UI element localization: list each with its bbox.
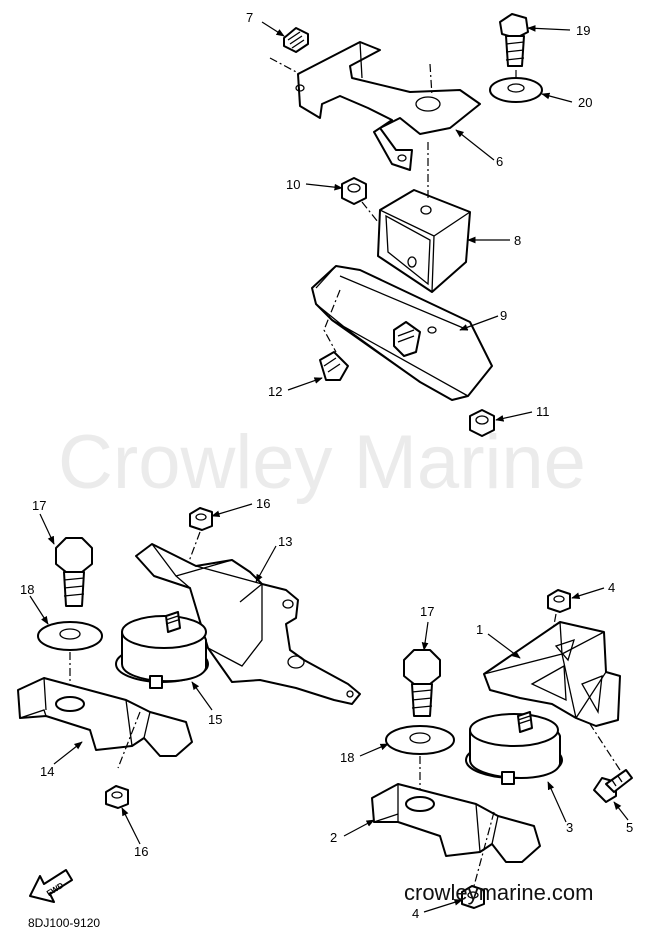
- callout-8: 8: [514, 233, 521, 248]
- callout-14: 14: [40, 764, 54, 779]
- callout-13: 13: [278, 534, 292, 549]
- part-6-bracket: [269, 41, 481, 171]
- part-17-bolt-right: [403, 649, 441, 717]
- callout-15: 15: [208, 712, 222, 727]
- callout-11: 11: [536, 404, 550, 419]
- part-11-nut: [469, 409, 495, 437]
- callout-20: 20: [578, 95, 592, 110]
- part-20-washer: [429, 63, 543, 103]
- callout-6: 6: [496, 154, 503, 169]
- watermark-text: Crowley Marine: [58, 420, 586, 505]
- leader-lines: [29, 21, 629, 913]
- diagram-code: 8DJ100-9120: [28, 916, 100, 930]
- part-5-bolt: [589, 723, 633, 803]
- callout-5: 5: [626, 820, 633, 835]
- callout-12: 12: [268, 384, 282, 399]
- callout-16-upper: 16: [256, 496, 270, 511]
- part-3-rubber-mount: [465, 711, 563, 785]
- callout-2: 2: [330, 830, 337, 845]
- callout-10: 10: [286, 177, 300, 192]
- part-15-rubber-mount: [115, 611, 209, 689]
- part-16-nut-lower: [105, 785, 129, 809]
- callout-9: 9: [500, 308, 507, 323]
- part-18-washer-left: [37, 621, 103, 700]
- part-2-bracket: [371, 783, 541, 887]
- callout-4-upper: 4: [608, 580, 615, 595]
- forward-arrow-icon: FWD: [29, 869, 73, 903]
- callout-18-left: 18: [20, 582, 34, 597]
- part-9-rubber-mount: [311, 265, 493, 401]
- part-1-bracket: [483, 621, 621, 727]
- part-18-washer-right: [385, 725, 455, 800]
- site-url: crowleymarine.com: [404, 880, 594, 905]
- callout-17-right: 17: [420, 604, 434, 619]
- part-8-mount: [377, 142, 471, 293]
- part-17-bolt-left: [55, 537, 93, 607]
- part-19-bolt: [499, 13, 529, 67]
- callout-1: 1: [476, 622, 483, 637]
- callout-18-right: 18: [340, 750, 354, 765]
- part-16-nut-upper: [181, 507, 213, 581]
- callout-4-lower: 4: [412, 906, 419, 921]
- part-7-bolt: [283, 27, 309, 53]
- callout-3: 3: [566, 820, 573, 835]
- part-14-bracket: [17, 677, 193, 769]
- part-13-bracket: [135, 543, 361, 705]
- callout-numbers: 7 19 20 6 10 8 9 12 11 16 13 17 18 15 14…: [20, 10, 633, 921]
- callout-17-left: 17: [32, 498, 46, 513]
- callout-16-lower: 16: [134, 844, 148, 859]
- callout-19: 19: [576, 23, 590, 38]
- part-12-bolt: [319, 351, 349, 381]
- callout-7: 7: [246, 10, 253, 25]
